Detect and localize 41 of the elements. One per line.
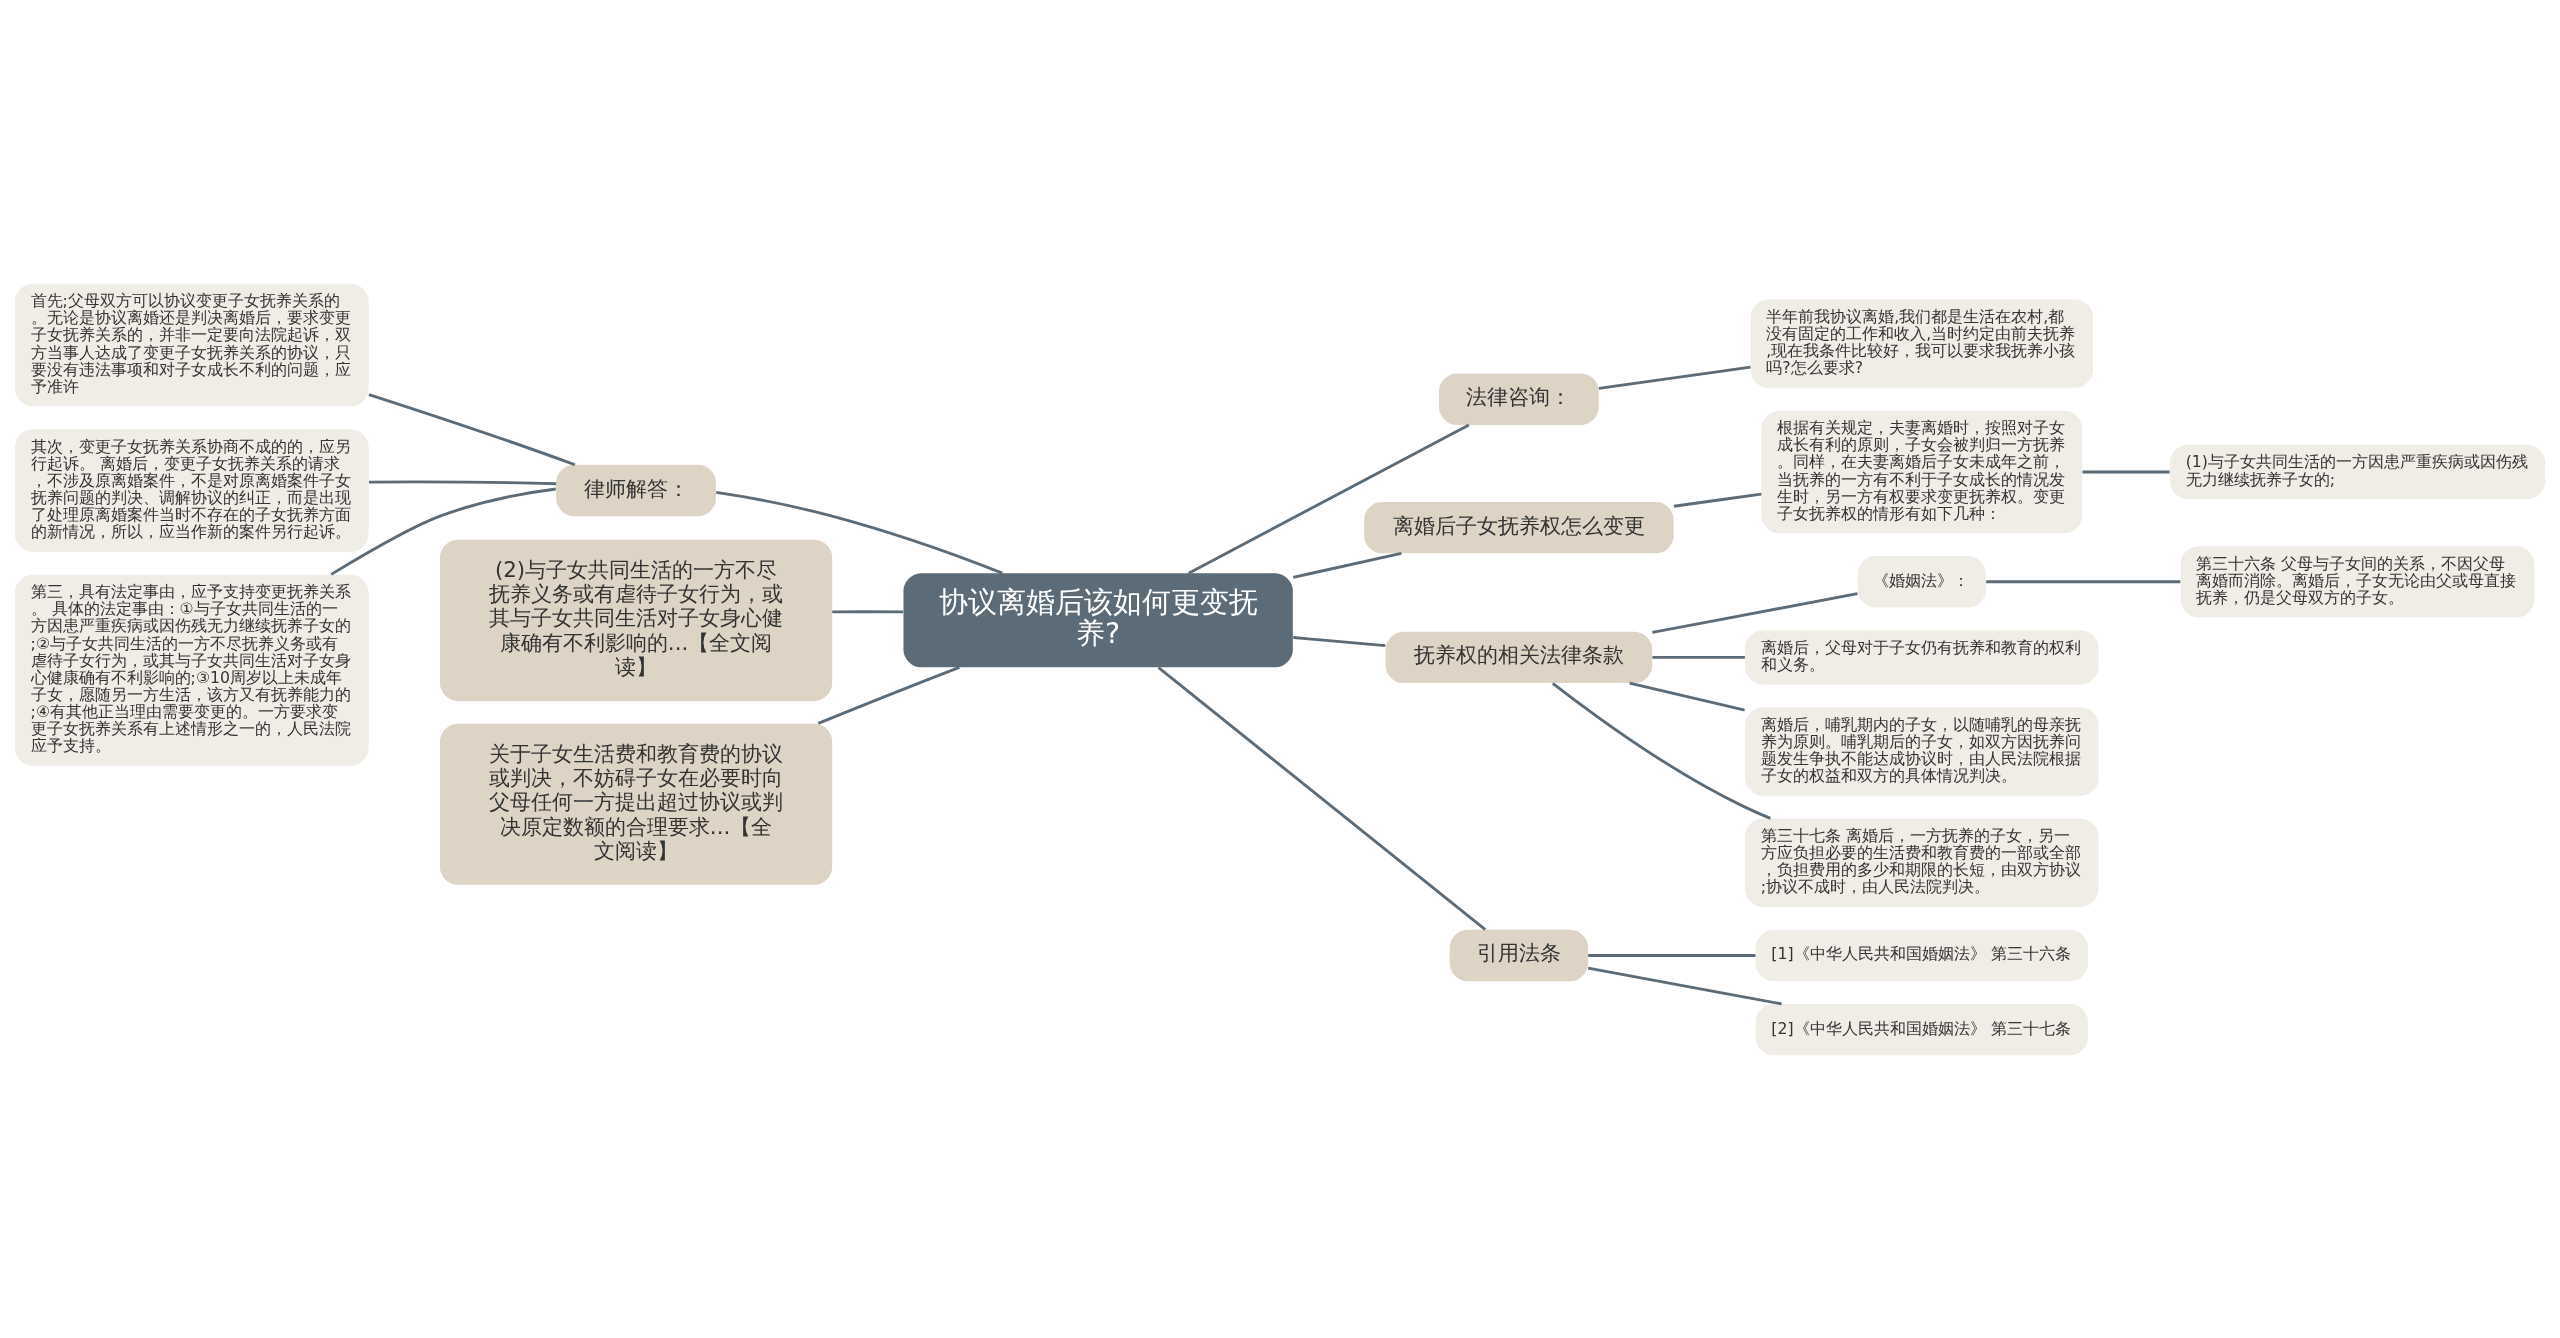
connector bbox=[832, 609, 904, 613]
connector bbox=[1551, 681, 1771, 820]
node-box: 第三，具有法定事由，应予支持变更抚养关系。 具体的法定事由：①与子女共同生活的一方因患严重疾病或因伤残无力继续抚养子女的;②与子女共同生活的一方不尽抚养义务或有虐待子女行为，或其与子女共同生活对子女身心健康确有不利影响的;③10周岁以上未成年子女，愿随另一方生活，该方又有抚养能力的;④有其他正当理由需要变更的。一方要求变更子女抚养关系有上述情形之一的，人民法院应予支持。 bbox=[14, 574, 369, 766]
node-box: 第三十六条 父母与子女间的关系，不因父母离婚而消除。离婚后，子女无论由父或母直接抚养，仍是父母双方的子女。 bbox=[2180, 545, 2535, 617]
connector bbox=[1292, 551, 1402, 579]
connector bbox=[1157, 666, 1487, 931]
connector bbox=[1629, 681, 1745, 712]
connector bbox=[368, 480, 557, 485]
node-box: 关于子女生活费和教育费的协议或判决，不妨碍子女在必要时向父母任何一方提出超过协议或判决原定数额的合理要求...【全文阅读】 bbox=[439, 723, 833, 885]
connector bbox=[716, 490, 1003, 574]
connector bbox=[2082, 470, 2170, 473]
connector bbox=[330, 487, 556, 576]
node-box: 引用法条 bbox=[1449, 929, 1589, 981]
connector bbox=[368, 392, 576, 466]
node-box: 离婚后，哺乳期内的子女，以随哺乳的母亲抚养为原则。哺乳期后的子女，如双方因抚养问题发生争执不能达成协议时，由人民法院根据子女的权益和双方的具体情况判决。 bbox=[1744, 706, 2099, 796]
node-box: 半年前我协议离婚,我们都是生活在农村,都没有固定的工作和收入,当时约定由前夫抚养,现在我条件比较好，我可以要求我抚养小孩吗?怎么要求? bbox=[1750, 298, 2093, 388]
connector bbox=[1587, 966, 1782, 1005]
connector bbox=[1652, 655, 1745, 659]
connector bbox=[1188, 423, 1470, 574]
node-box: 离婚后，父母对于子女仍有抚养和教育的权利和义务。 bbox=[1744, 629, 2099, 684]
node-box: 根据有关规定，夫妻离婚时，按照对子女成长有利的原则，子女会被判归一方抚养。同样，在夫妻离婚后子女未成年之前，当抚养的一方有不利于子女成长的情况发生时，另一方有权要求变更抚养权。变更子女抚养权的情形有如下几种： bbox=[1761, 410, 2083, 533]
node-box: [2]《中华人民共和国婚姻法》 第三十七条 bbox=[1755, 1003, 2088, 1055]
node-box: 律师解答： bbox=[556, 464, 716, 516]
connector bbox=[1673, 492, 1762, 508]
node-box: 首先;父母双方可以协议变更子女抚养关系的。无论是协议离婚还是判决离婚后，要求变更子女抚养关系的，并非一定要向法院起诉，双方当事人达成了变更子女抚养关系的协议，只要没有违法事项和对子女成长不利的问题，应予准许 bbox=[14, 283, 369, 406]
connector bbox=[1598, 365, 1751, 390]
node-box: [1]《中华人民共和国婚姻法》 第三十六条 bbox=[1755, 929, 2088, 981]
node-box: 离婚后子女抚养权怎么变更 bbox=[1364, 501, 1674, 553]
node-box: 抚养权的相关法律条款 bbox=[1385, 631, 1653, 683]
connector bbox=[1986, 579, 2181, 583]
node-box: 《婚姻法》： bbox=[1857, 555, 1986, 607]
connector bbox=[1293, 635, 1386, 647]
connector bbox=[1652, 591, 1858, 634]
connector bbox=[1588, 953, 1756, 957]
connector bbox=[817, 665, 960, 725]
node-box: (1)与子女共同生活的一方因患严重疾病或因伤残无力继续抚养子女的; bbox=[2169, 444, 2546, 499]
node-box: (2)与子女共同生活的一方不尽抚养义务或有虐待子女行为，或其与子女共同生活对子女身心健康确有不利影响的...【全文阅读】 bbox=[439, 539, 833, 701]
node-box: 其次，变更子女抚养关系协商不成的的，应另行起诉。 离婚后，变更子女抚养关系的请求，不涉及原离婚案件，不是对原离婚案件子女抚养问题的判决、调解协议的纠正，而是出现了处理原离婚案件当时不存在的子女抚养方面的新情况，所以，应当作新的案件另行起诉。 bbox=[14, 428, 369, 552]
node-box: 第三十七条 离婚后，一方抚养的子女，另一方应负担必要的生活费和教育费的一部或全部，负担费用的多少和期限的长短，由双方协议;协议不成时，由人民法院判决。 bbox=[1744, 818, 2099, 907]
node-box: 协议离婚后该如何更变抚养? bbox=[903, 572, 1293, 667]
node-box: 法律咨询： bbox=[1439, 373, 1599, 425]
